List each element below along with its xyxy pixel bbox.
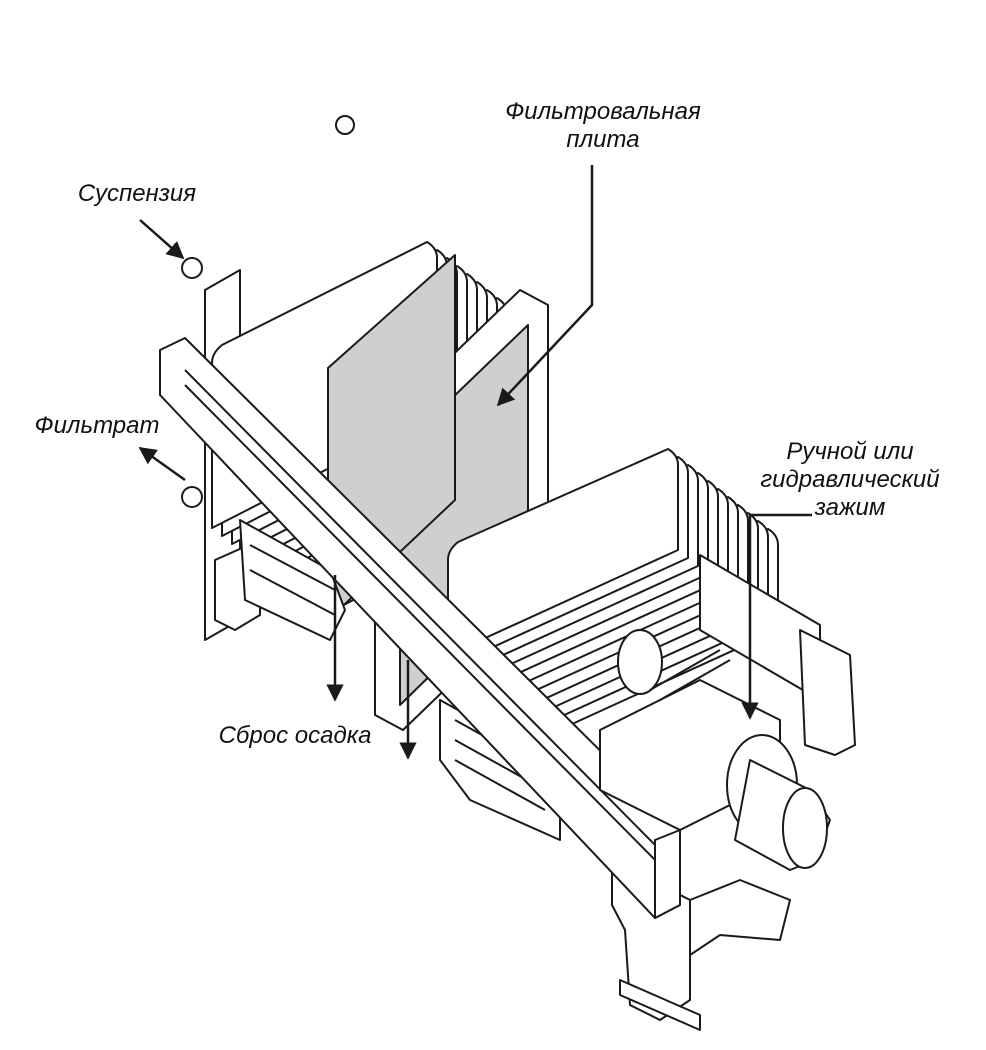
plate-outline [447,448,679,656]
leader-arrows [138,165,812,760]
cake-discharge-label: Сброс осадка [218,722,372,749]
filter-plate-label: Фильтровальная плита [505,98,701,153]
slurry-label: Суспензия [77,180,197,207]
filtrate-label: Фильтрат [34,412,160,439]
lower-trays [239,519,561,841]
nozzles [181,115,355,508]
side-rail [159,337,681,919]
clamp-label: Ручной или гидравлический зажим [760,438,940,521]
hydraulic-clamp [599,554,856,871]
